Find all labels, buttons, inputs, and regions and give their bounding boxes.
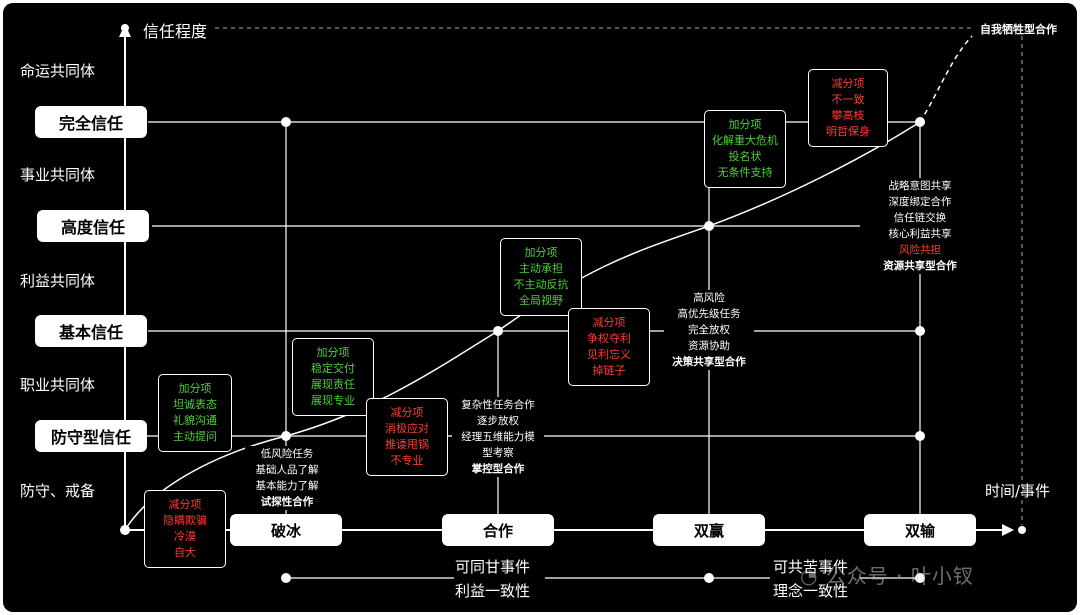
loselose-description: 战略意图共享深度绑定合作信任链交换核心利益共享风险共担资源共享型合作 [868,178,972,274]
node-dot [281,431,291,441]
deduction-card: 减分项不一致攀高枝明哲保身 [808,69,888,147]
cooperation-description: 复杂性任务合作逐步放权经理五维能力模型考察掌控型合作 [452,397,544,477]
icebreak-description: 低风险任务基础人品了解基本能力了解试探性合作 [245,446,329,510]
community-label: 命运共同体 [20,62,96,80]
span-dot [915,573,925,583]
deduction-card: 减分项消极应对推诿甩锅不专业 [366,398,448,476]
y-axis-title: 信任程度 [143,22,208,41]
winwin-description: 高风险高优先级任务完全放权资源协助决策共享型合作 [664,290,754,370]
node-dot [493,326,503,336]
bottom-label: 理念一致性 [773,582,849,600]
bonus-card: 加分项坦诚表态礼貌沟通主动提问 [158,374,232,452]
bonus-card: 加分项化解重大危机投名状无条件支持 [704,110,786,188]
community-label: 职业共同体 [20,376,96,394]
bottom-label: 利益一致性 [455,582,531,600]
watermark: ◔ 公众号 · 叶小钗 [800,564,974,588]
bonus-card: 加分项稳定交付展现责任展现专业 [292,338,374,416]
level-basic-trust: 基本信任 [35,315,147,347]
stage-icebreak: 破冰 [230,514,342,546]
span-dot [281,573,291,583]
community-label: 防守、戒备 [20,482,96,500]
node-dot [704,221,714,231]
stage-cooperation: 合作 [442,514,554,546]
self-sacrifice-label: 自我牺牲型合作 [980,23,1057,36]
node-dot [281,117,291,127]
bottom-label: 可共苦事件 [773,558,849,576]
bonus-card: 加分项主动承担不主动反抗全局视野 [500,238,582,316]
level-defensive-trust: 防守型信任 [35,420,147,452]
stage-win-win: 双赢 [653,514,765,546]
stage-lose-lose: 双输 [864,514,976,546]
span-dot [704,573,714,583]
y-axis-top-dot [121,24,129,32]
deduction-card: 减分项隐瞒欺骗冷漠自大 [144,490,226,568]
community-label: 利益共同体 [20,272,96,290]
bottom-label: 可同甘事件 [455,558,531,576]
x-axis-title: 时间/事件 [985,482,1051,500]
level-high-trust: 高度信任 [37,210,149,242]
node-dot [915,117,925,127]
trust-curve-dashed-extension [919,35,973,123]
level-complete-trust: 完全信任 [35,106,147,138]
deduction-card: 减分项争权夺利见利忘义掉链子 [568,308,650,386]
wechat-icon: ◔ [800,564,819,588]
x-axis-arrowhead [1002,524,1014,536]
node-dot [915,431,925,441]
community-label: 事业共同体 [20,166,96,184]
node-dot [915,326,925,336]
x-axis-end-dot [1018,526,1026,534]
